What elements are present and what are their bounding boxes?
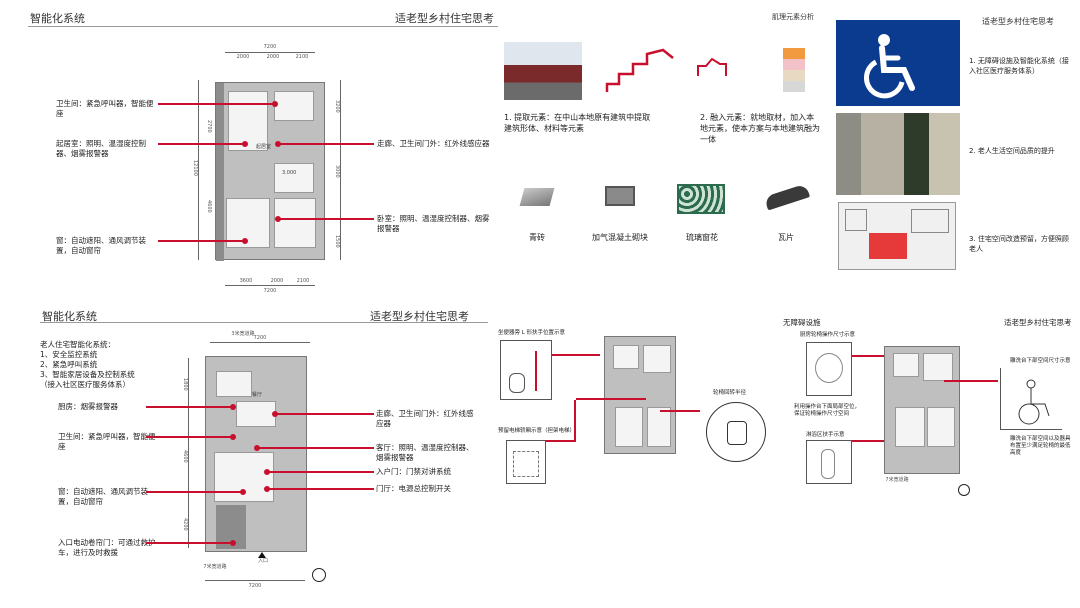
- bottom-left-subtitle: 适老型乡村住宅思考: [370, 310, 469, 323]
- plan-room-bed2: [274, 198, 316, 248]
- top-left-title: 智能化系统: [30, 12, 85, 25]
- plan-room-living: [228, 91, 268, 151]
- wheelchair-side-icon: [1018, 379, 1050, 425]
- wheelchair-radius-diagram: [706, 402, 766, 462]
- material-brick-img: [519, 188, 555, 206]
- plan-room-bed1: [226, 198, 270, 248]
- bottom-right-title: 无障碍设施: [783, 318, 821, 327]
- kitchen-wheelchair-detail: [806, 342, 852, 396]
- label-entrance-door: 入口电动卷帘门：可通过救护车，进行及时救援: [58, 538, 156, 557]
- label-washbasin-height: 雕洗台下部空间以及器具布置至少满足轮椅的最低高度: [1010, 436, 1071, 456]
- bottom-right-subtitle: 适老型乡村住宅思考: [1004, 318, 1072, 327]
- label-foyer: 门厅：电源总控制开关: [376, 484, 451, 493]
- north-arrow-right-icon: [958, 484, 970, 496]
- washbasin-detail: [1000, 368, 1062, 430]
- material-label-tile: 瓦片: [778, 233, 794, 242]
- color-swatch-stack: [783, 48, 805, 92]
- plan-room-hall: [274, 163, 314, 193]
- right-floor-plan: [884, 346, 960, 474]
- top-right-title: 适老型乡村住宅思考: [982, 17, 1054, 26]
- material-label-brick: 青砖: [529, 233, 545, 242]
- north-arrow-icon: [312, 568, 326, 582]
- label-kitchen: 厨房：烟雾报警器: [58, 402, 118, 411]
- material-block-img: [605, 186, 635, 206]
- roof-profile-icon: [697, 57, 727, 76]
- label-counter-space: 利用操作台下面局部空位，保证轮椅操作尺寸空间: [794, 404, 861, 417]
- top-floor-plan: 起居室 3.000: [215, 82, 325, 261]
- top-right-item-1: 1. 无障碍设施及智能化系统（接入社区医疗服务体系）: [969, 57, 1069, 75]
- label-elevator: 预留电梯轿厢示意（担架电梯）: [498, 428, 576, 434]
- label-washbasin: 雕洗台下部空间尺寸示意: [1010, 358, 1071, 364]
- label-wheelchair-radius: 轮椅回转半径: [713, 390, 747, 396]
- label-entry-door: 入户门：门禁对讲系统: [376, 467, 451, 476]
- smart-system-intro: 老人住宅智能化系统： 1、安全监控系统 2、紧急呼叫系统 3、智能家居设备及控制…: [40, 340, 135, 389]
- retrofit-plan: [838, 202, 956, 270]
- label-bathroom-ground: 卫生间：紧急呼叫器，智能便座: [58, 432, 156, 451]
- bottom-left-rule: [40, 322, 488, 323]
- texture-caption-2: 2. 融入元素：就地取材，加入本地元素，使本方案与本地建筑融为一体: [700, 113, 820, 144]
- entry-arrow-icon: [258, 552, 266, 558]
- label-bedroom: 卧室：照明、温湿度控制器、烟雾报警器: [377, 214, 490, 233]
- wheelchair-topview-icon: [727, 421, 747, 445]
- texture-caption-1: 1. 提取元素：在中山本地原有建筑中提取建筑形体、材料等元素: [504, 113, 651, 133]
- label-living-ground: 客厅：照明、温湿度控制器、烟雾报警器: [376, 443, 474, 462]
- label-kitchen-wheelchair: 厨房轮椅操作尺寸示意: [800, 332, 856, 338]
- top-right-item-2: 2. 老人生活空间品质的提升: [969, 147, 1055, 155]
- plan-room-stair: [274, 91, 314, 121]
- wheelchair-icon: [864, 34, 915, 99]
- mid-floor-plan: [604, 336, 676, 454]
- label-corridor-ground: 走廊、卫生间门外：红外线感应器: [376, 409, 474, 428]
- label-l-grab-bar: 坐便器旁 L 形扶手位置示意: [498, 330, 566, 336]
- local-building-photo: [504, 42, 582, 100]
- label-living: 起居室：照明、温湿度控制器、烟雾报警器: [56, 139, 146, 158]
- material-tile-img: [763, 183, 811, 211]
- shower-detail: [806, 440, 852, 484]
- top-left-rule: [28, 26, 498, 27]
- gable-profile-icon: [605, 48, 674, 92]
- material-label-block: 加气混凝土砌块: [592, 233, 648, 242]
- top-left-subtitle: 适老型乡村住宅思考: [395, 12, 494, 25]
- elevator-detail: [506, 440, 546, 484]
- material-label-lattice: 琉璃窗花: [686, 233, 718, 242]
- bottom-left-title: 智能化系统: [42, 310, 97, 323]
- label-window: 窗：自动遮阳、通风调节装置，自动窗帘: [56, 236, 146, 255]
- material-lattice-img: [677, 184, 725, 214]
- accessibility-sign: [836, 20, 960, 106]
- elderly-space-photo: [836, 113, 960, 195]
- top-right-item-3: 3. 住宅空间改造预留，方便照顾老人: [969, 235, 1069, 253]
- label-bathroom: 卫生间：紧急呼叫器，智能便座: [56, 99, 154, 118]
- plan-room-kitchen: [216, 371, 252, 397]
- label-window-ground: 窗：自动遮阳、通风调节装置，自动窗帘: [58, 487, 148, 506]
- plan-room-dining: [236, 401, 276, 427]
- label-shower-bar: 淋浴区扶手示意: [806, 432, 845, 438]
- dim-top-total: 7200: [263, 44, 277, 50]
- ground-floor-plan: 餐厅: [205, 356, 307, 552]
- texture-title: 肌理元素分析: [772, 13, 814, 21]
- toilet-detail: [500, 340, 552, 400]
- label-corridor: 走廊、卫生间门外：红外线感应器: [377, 139, 490, 148]
